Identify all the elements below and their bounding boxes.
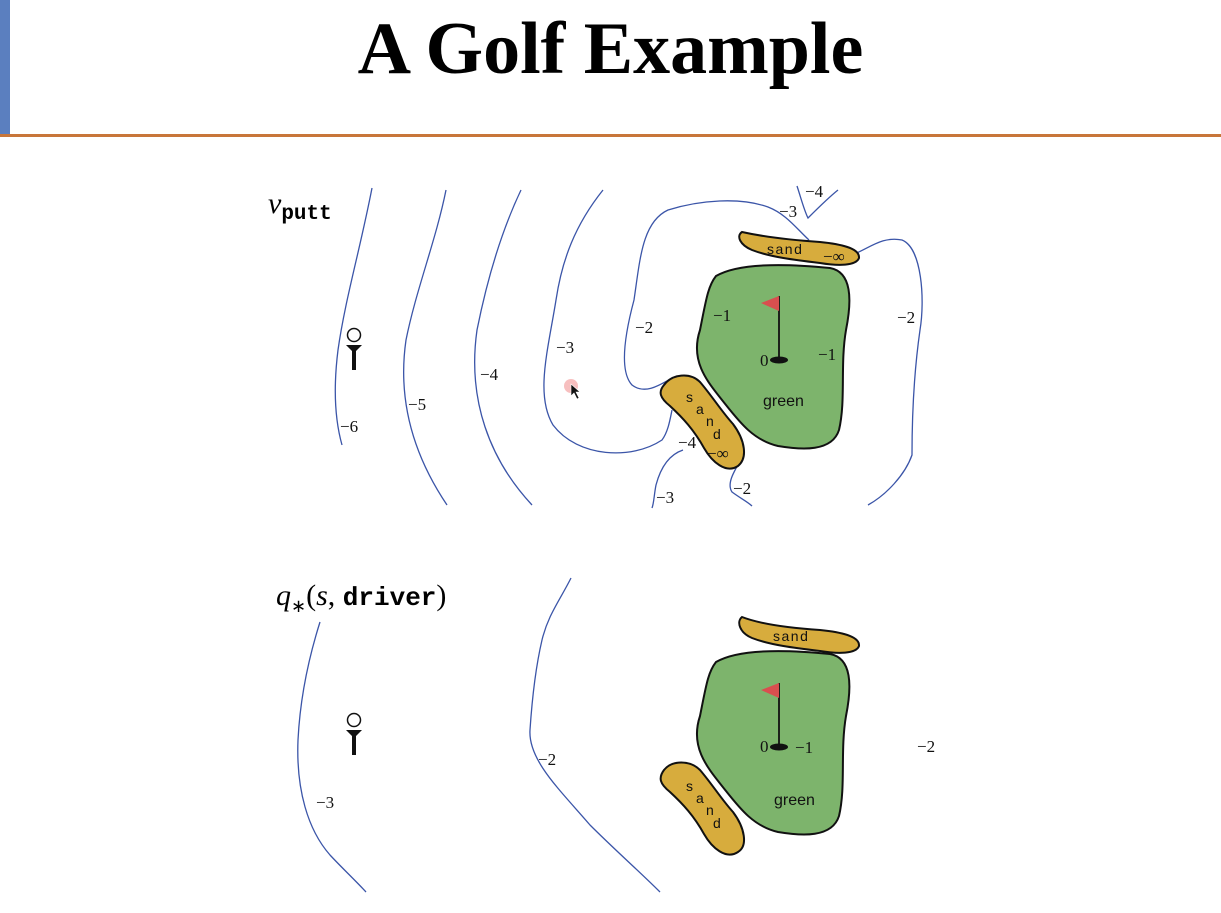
contour-label-minus-5: −5 — [408, 395, 426, 414]
sand-left-letter-d: d — [713, 815, 722, 831]
contour-label-minus-1: −1 — [795, 738, 813, 757]
contour-label-minus-1-a: −1 — [713, 306, 731, 325]
flag-icon — [761, 296, 780, 358]
contour-minus-3 — [543, 189, 673, 454]
contour-label-minus-4-sand: −4 — [678, 433, 697, 452]
contour-label-minus-3-bottom: −3 — [656, 488, 674, 507]
contour-label-minus-2: −2 — [635, 318, 653, 337]
green-label: green — [774, 792, 815, 809]
sand-left-letter-a: a — [696, 401, 705, 417]
contour-label-minus-2-bottom: −2 — [733, 479, 751, 498]
sand-trap-top — [738, 230, 860, 266]
sand-top-label: sand — [767, 241, 803, 257]
sand-top-value: −∞ — [823, 247, 845, 266]
contour-minus-2 — [529, 577, 661, 893]
hole-value: 0 — [760, 351, 769, 370]
contour-minus-4-top — [796, 185, 839, 220]
contour-label-minus-6: −6 — [340, 417, 358, 436]
golf-tee-icon — [346, 712, 362, 755]
sand-left-letter-s: s — [686, 389, 695, 405]
contour-minus-2-right — [849, 238, 923, 506]
flag-icon — [761, 683, 780, 745]
hole-value: 0 — [760, 737, 769, 756]
sand-trap-top — [738, 615, 860, 654]
contour-label-minus-3-top: −3 — [779, 202, 797, 221]
sand-left-letter-a: a — [696, 790, 705, 806]
hole-icon — [770, 356, 788, 364]
contour-label-minus-3: −3 — [316, 793, 334, 812]
contour-label-minus-2-right: −2 — [897, 308, 915, 327]
contour-minus-2 — [623, 200, 810, 390]
sand-left-letter-n: n — [706, 413, 715, 429]
mouse-cursor-icon — [564, 379, 581, 400]
title-rule — [0, 134, 1221, 137]
contour-label-minus-2: −2 — [538, 750, 556, 769]
contour-minus-3 — [297, 621, 367, 893]
panel-v-putt: vputt sand −∞ — [268, 182, 923, 509]
panel-title-q-driver: q∗(s, driver) — [276, 579, 446, 616]
sand-trap-left — [659, 761, 745, 856]
sand-top-label: sand — [773, 628, 809, 644]
panel-title-v-putt: vputt — [268, 187, 332, 226]
slide-title: A Golf Example — [357, 8, 864, 90]
contour-minus-6 — [334, 187, 373, 446]
green-label: green — [763, 393, 804, 410]
sand-left-letter-n: n — [706, 802, 715, 818]
contour-label-minus-4: −4 — [480, 365, 499, 384]
golf-tee-icon — [346, 327, 362, 370]
contour-label-minus-1-b: −1 — [818, 345, 836, 364]
sand-trap-left — [659, 374, 745, 470]
contour-label-minus-3: −3 — [556, 338, 574, 357]
contour-minus-3-bottom — [651, 449, 684, 509]
putting-green — [695, 264, 851, 450]
contour-label-minus-2-right: −2 — [917, 737, 935, 756]
accent-bar — [0, 0, 10, 136]
sand-left-letter-d: d — [713, 426, 722, 442]
contour-minus-5 — [403, 189, 448, 506]
hole-icon — [770, 743, 788, 751]
contour-minus-4 — [474, 189, 533, 506]
putting-green — [695, 650, 851, 836]
sand-left-value: −∞ — [707, 444, 729, 463]
contour-label-minus-4-top: −4 — [805, 182, 824, 201]
sand-left-letter-s: s — [686, 778, 695, 794]
panel-q-driver: q∗(s, driver) sand s a n d green 0 −3 −2 — [276, 577, 935, 893]
